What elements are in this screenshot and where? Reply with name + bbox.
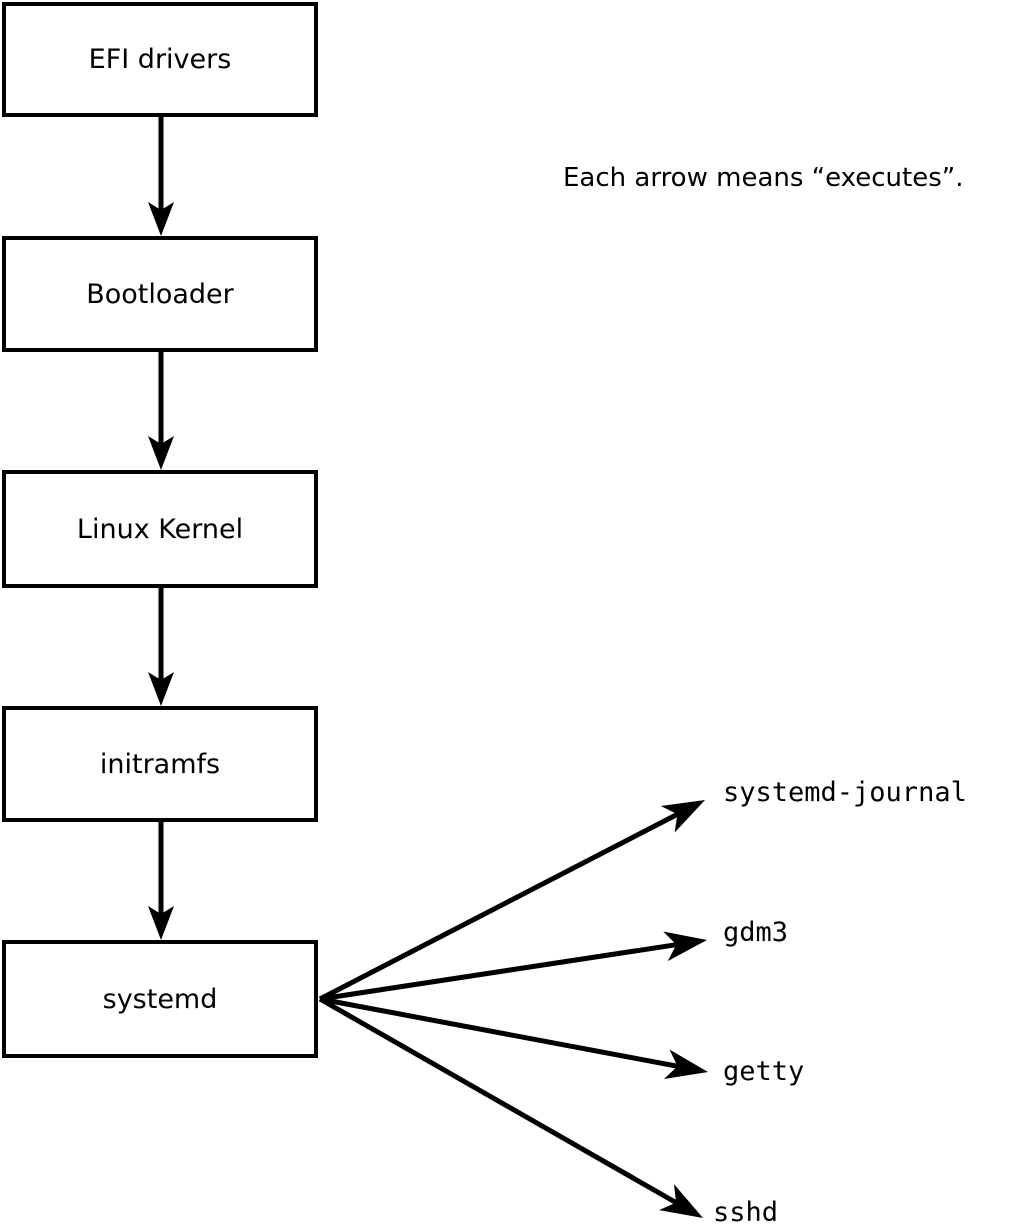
chain-arrow-head-efi-drivers-to-bootloader <box>148 202 174 236</box>
chain-arrow-head-bootloader-to-linux-kernel <box>148 436 174 470</box>
fanout-arrow-head-gdm3 <box>663 931 707 962</box>
stage-label-initramfs: initramfs <box>99 748 221 780</box>
fanout-arrow-shaft-getty <box>319 996 678 1069</box>
stage-label-bootloader: Bootloader <box>86 278 234 310</box>
stage-label-linux-kernel: Linux Kernel <box>76 513 244 545</box>
stage-box-initramfs[interactable]: initramfs <box>2 706 318 822</box>
process-label-systemd-journal[interactable]: systemd-journal <box>723 777 967 808</box>
stage-box-bootloader[interactable]: Bootloader <box>2 236 318 352</box>
fanout-arrow-head-getty <box>663 1049 708 1079</box>
stage-label-efi-drivers: EFI drivers <box>88 44 232 75</box>
process-label-getty[interactable]: getty <box>723 1056 805 1087</box>
fanout-arrow-head-systemd-journal <box>660 800 705 833</box>
chain-arrow-head-linux-kernel-to-initramfs <box>148 672 174 706</box>
fanout-arrow-head-sshd <box>659 1184 703 1218</box>
process-label-sshd[interactable]: sshd <box>713 1197 779 1228</box>
fanout-arrow-shaft-systemd-journal <box>318 812 679 1002</box>
fanout-arrow-group <box>318 800 708 1218</box>
fanout-arrow-shaft-gdm3 <box>319 942 677 1002</box>
stage-box-linux-kernel[interactable]: Linux Kernel <box>2 470 318 588</box>
stage-label-systemd: systemd <box>102 983 218 1015</box>
stage-box-efi-drivers[interactable]: EFI drivers <box>2 2 318 117</box>
legend-note: Each arrow means “executes”. <box>563 163 964 193</box>
stage-box-systemd[interactable]: systemd <box>2 940 318 1058</box>
chain-arrow-head-initramfs-to-systemd <box>148 906 174 940</box>
fanout-arrow-shaft-sshd <box>318 996 678 1205</box>
process-label-gdm3[interactable]: gdm3 <box>723 917 789 948</box>
